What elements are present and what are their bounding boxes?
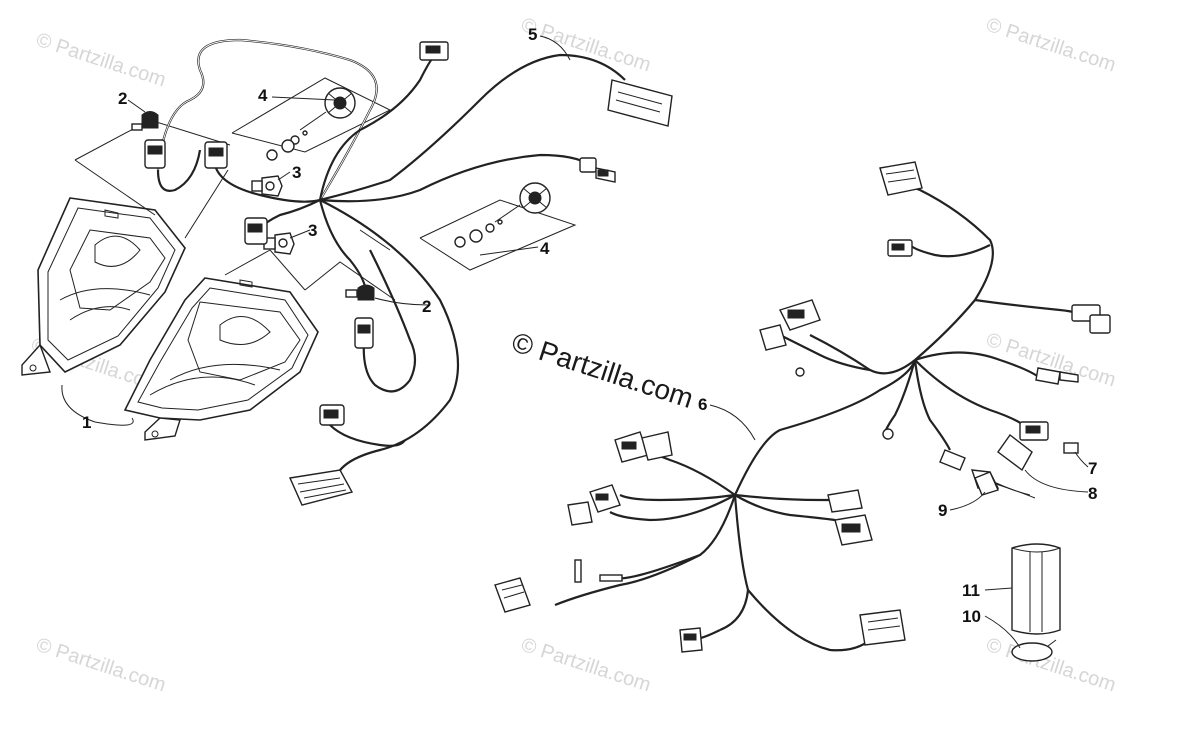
bulb-3-top — [251, 175, 283, 197]
watermark-top-right: © Partzilla.com — [983, 14, 1118, 77]
headlight-left — [21, 197, 186, 376]
callout-7: 7 — [1088, 459, 1097, 478]
adjuster-4-top — [266, 87, 356, 161]
callout-1: 1 — [82, 413, 91, 432]
adjuster-4-right — [454, 182, 551, 248]
callout-3-top: 3 — [292, 163, 301, 182]
main-harness-wires — [554, 179, 1091, 652]
callout-11: 11 — [962, 581, 980, 600]
callout-leaders — [61, 35, 1089, 649]
callout-10: 10 — [962, 607, 981, 626]
bulb-socket-2-right — [345, 284, 375, 301]
center-watermark: © Partzilla.com — [508, 326, 697, 414]
bulb-socket-2-top — [131, 111, 159, 131]
sleeve-11 — [1011, 543, 1061, 635]
watermark-top-center: © Partzilla.com — [518, 14, 653, 77]
callout-9: 9 — [938, 501, 947, 520]
callout-5: 5 — [528, 25, 537, 44]
watermark-bottom-left: © Partzilla.com — [33, 634, 168, 697]
callout-6: 6 — [698, 395, 707, 414]
bulb-3-bottom — [263, 232, 295, 255]
callout-3-bottom: 3 — [308, 221, 317, 240]
watermark-bottom-center: © Partzilla.com — [518, 634, 653, 697]
headlight-right — [123, 277, 319, 441]
callout-4-right: 4 — [540, 239, 550, 258]
callout-2-right: 2 — [422, 297, 431, 316]
callout-8: 8 — [1088, 484, 1097, 503]
callout-2-top: 2 — [118, 89, 127, 108]
callout-numbers: 1 2 2 3 3 4 4 5 6 7 8 9 10 11 — [82, 25, 1097, 626]
callout-4-top: 4 — [258, 86, 268, 105]
left-connectors — [144, 41, 673, 506]
cable-tie-9 — [974, 471, 1036, 499]
clamp-10 — [1011, 639, 1057, 662]
left-harness-wires — [156, 38, 626, 481]
watermark-top-left: © Partzilla.com — [33, 29, 168, 92]
